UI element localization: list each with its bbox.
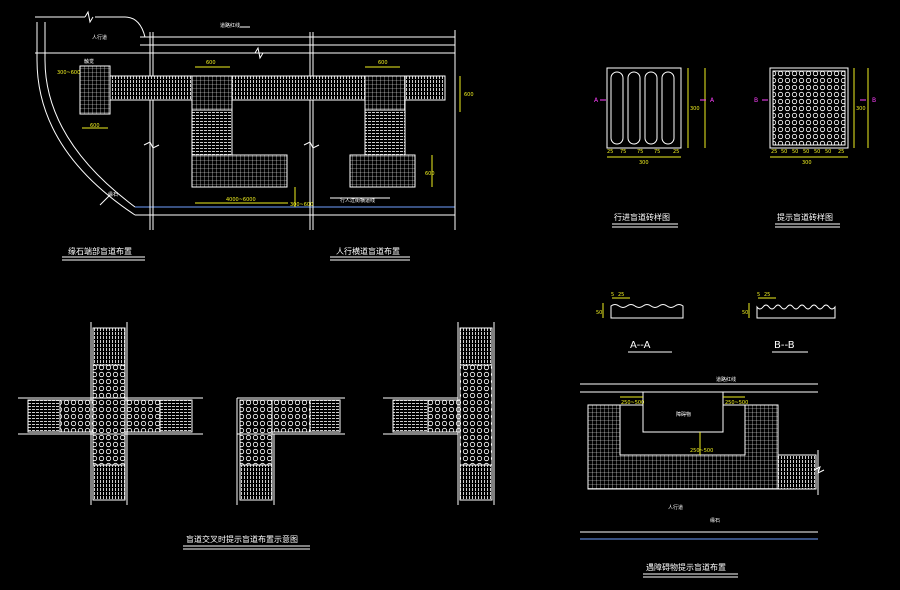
dim-4000-6000: 4000~6000 [226, 197, 256, 203]
label-sidewalk-obstacle: 人行道 [668, 504, 683, 511]
dim-warn-width: 300 [802, 160, 812, 166]
label-tactile: 触觉 [84, 58, 94, 65]
panel-obstacle [580, 383, 825, 578]
dim-b-top: 5 [757, 292, 760, 298]
dim-warn-seg-5: 50 [814, 149, 820, 155]
guide-tile [606, 67, 682, 149]
dim-a-top: 5 [611, 292, 614, 298]
obstacle-box [642, 391, 724, 433]
panel-tile-samples [600, 67, 869, 228]
label-section-b: B--B [774, 340, 795, 351]
title-warn-tile: 提示盲道砖样图 [777, 212, 833, 222]
title-curb-end-layout: 缘石端部盲道布置 [68, 246, 132, 256]
panel4-texts: 盲道交叉时提示盲道布置示意图 [186, 534, 298, 544]
label-section-a: A--A [630, 340, 651, 351]
dim-guide-seg-4: 75 [654, 149, 660, 155]
dim-600-c: 600 [90, 123, 100, 129]
section-mark-a-left: A [594, 97, 599, 104]
dim-guide-seg-2: 75 [620, 149, 626, 155]
dim-b-thickness: 50 [742, 310, 748, 316]
label-curb-obstacle: 缘石 [710, 517, 720, 524]
panel1-texts: 道路红线 人行道 触觉 缘石 行人过街横道线 600 600 600 300~6… [57, 22, 474, 256]
dim-600-right: 600 [425, 171, 435, 177]
warning-tile-area-crossing-right [349, 154, 416, 188]
dim-250-500-left: 250~500 [621, 400, 644, 406]
dim-guide-seg-3: 75 [637, 149, 643, 155]
title-crossing-layout: 人行横道盲道布置 [336, 246, 400, 256]
dim-300-600: 300~600 [57, 70, 80, 76]
dim-warn-seg-7: 25 [838, 149, 844, 155]
dim-warn-seg-3: 50 [792, 149, 798, 155]
break-symbol [84, 10, 94, 24]
dim-warn-seg-1: 25 [771, 149, 777, 155]
section-b-profile [756, 304, 836, 319]
warning-tile-area-crossing-left [191, 154, 288, 188]
panel3-texts: 50 50 5 25 5 25 A--A B--B [596, 292, 795, 351]
title-obstacle-layout: 遇障碍物提示盲道布置 [646, 562, 726, 572]
dim-250-500-bottom: 250~500 [690, 448, 713, 454]
title-intersection-layout: 盲道交叉时提示盲道布置示意图 [186, 534, 298, 544]
panel-intersections [18, 322, 495, 550]
dim-b-mid: 25 [764, 292, 770, 298]
dim-warn-height: 300 [856, 106, 866, 112]
section-mark-b-left: B [754, 97, 758, 104]
section-a-profile [610, 304, 684, 319]
dim-600-vertical: 600 [464, 92, 474, 98]
warning-tile-area-curb [79, 65, 111, 115]
warning-tile [769, 67, 849, 149]
dim-300-600-vertical: 300~600 [290, 202, 313, 208]
dim-warn-seg-4: 50 [803, 149, 809, 155]
dim-600-b: 600 [378, 60, 388, 66]
curb-curve [36, 22, 136, 216]
t-warning-vertical [239, 399, 273, 466]
dim-warn-seg-2: 50 [781, 149, 787, 155]
dim-a-mid: 25 [618, 292, 624, 298]
dim-a-thickness: 50 [596, 310, 602, 316]
label-road-red-line: 道路红线 [220, 22, 240, 29]
label-obstacle: 障碍物 [676, 411, 691, 418]
label-crossing-note: 行人过街横道线 [340, 197, 375, 204]
dim-warn-seg-6: 50 [825, 149, 831, 155]
dim-guide-height: 300 [690, 106, 700, 112]
dim-600-a: 600 [206, 60, 216, 66]
dim-guide-width: 300 [639, 160, 649, 166]
section-mark-b-right: B [872, 97, 876, 104]
side-warning-vertical [459, 364, 493, 466]
cross-warning-vertical [92, 364, 126, 466]
panel-curb-and-crossing [35, 10, 461, 261]
dim-guide-seg-1: 25 [607, 149, 613, 155]
dim-250-500-right: 250~500 [725, 400, 748, 406]
section-mark-a-right: A [710, 97, 715, 104]
label-road-red-line-obstacle: 道路红线 [716, 376, 736, 383]
title-guide-tile: 行进盲道砖样图 [614, 212, 670, 222]
dim-guide-seg-5: 25 [673, 149, 679, 155]
label-sidewalk: 人行道 [92, 34, 107, 41]
label-curb: 缘石 [108, 191, 118, 198]
panel5-texts: 道路红线 障碍物 人行道 缘石 250~500 250~500 250~500 … [621, 376, 748, 572]
panel2-texts: 300 300 300 300 25 75 75 75 25 25 50 50 … [594, 97, 876, 222]
panel-sections [602, 297, 836, 353]
